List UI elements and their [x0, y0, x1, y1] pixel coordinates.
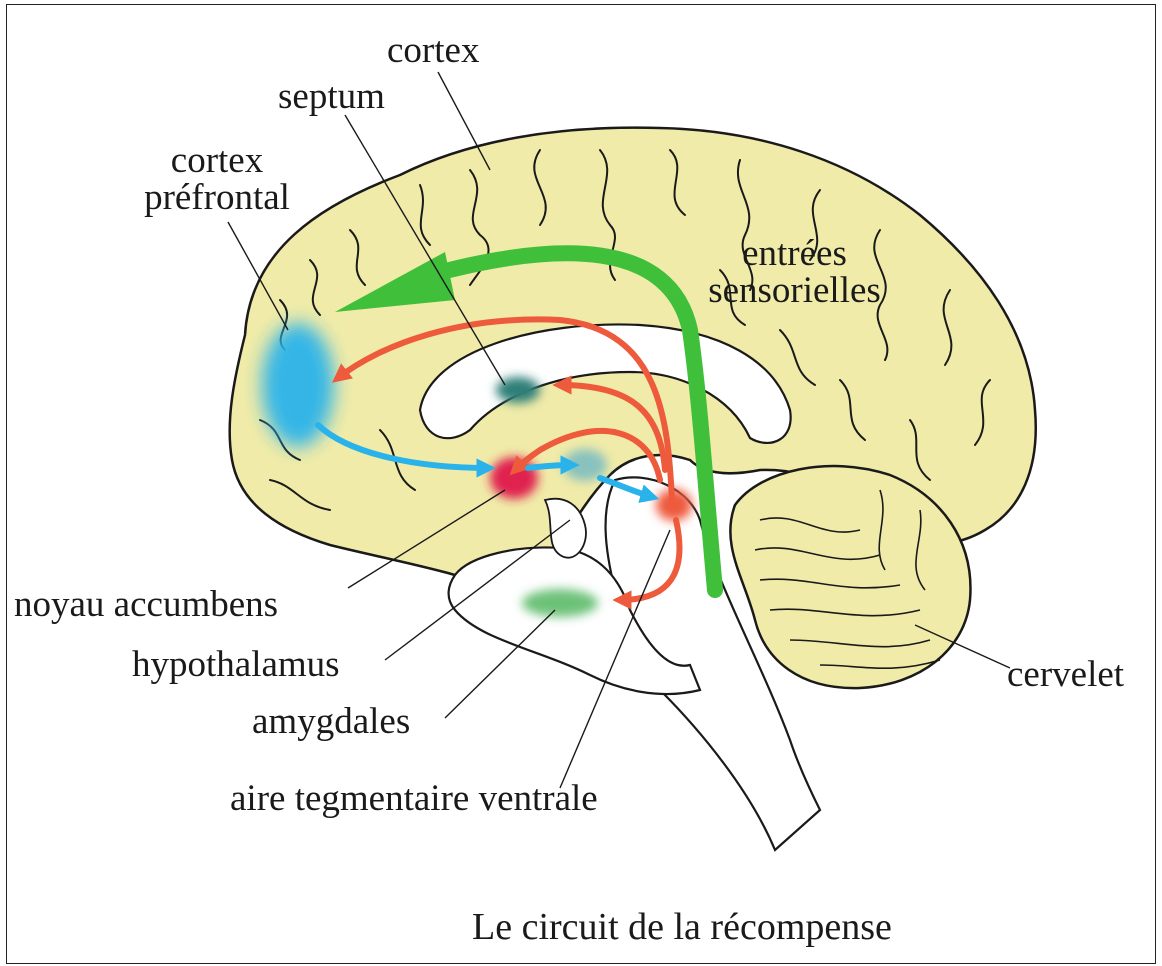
label-hypothalamus: hypothalamus [132, 646, 340, 683]
label-prefrontal-line1: cortex [132, 142, 302, 179]
label-sensory-line1: entrées [672, 235, 917, 272]
label-sensory-line2: sensorielles [672, 272, 917, 309]
label-prefrontal-cortex: cortex préfrontal [132, 142, 302, 216]
figure-caption: Le circuit de la récompense [472, 908, 892, 946]
label-nucleus-accumbens: noyau accumbens [14, 586, 278, 623]
label-septum: septum [278, 78, 385, 115]
label-sensory-inputs: entrées sensorielles [672, 235, 917, 309]
label-prefrontal-line2: préfrontal [132, 179, 302, 216]
label-vta: aire tegmentaire ventrale [230, 780, 598, 817]
label-cortex: cortex [387, 32, 479, 69]
label-amygdala: amygdales [252, 703, 410, 740]
nucleus-accumbens-spot [490, 457, 538, 499]
amygdala-spot [522, 589, 598, 617]
label-cerebellum: cervelet [1007, 656, 1124, 693]
